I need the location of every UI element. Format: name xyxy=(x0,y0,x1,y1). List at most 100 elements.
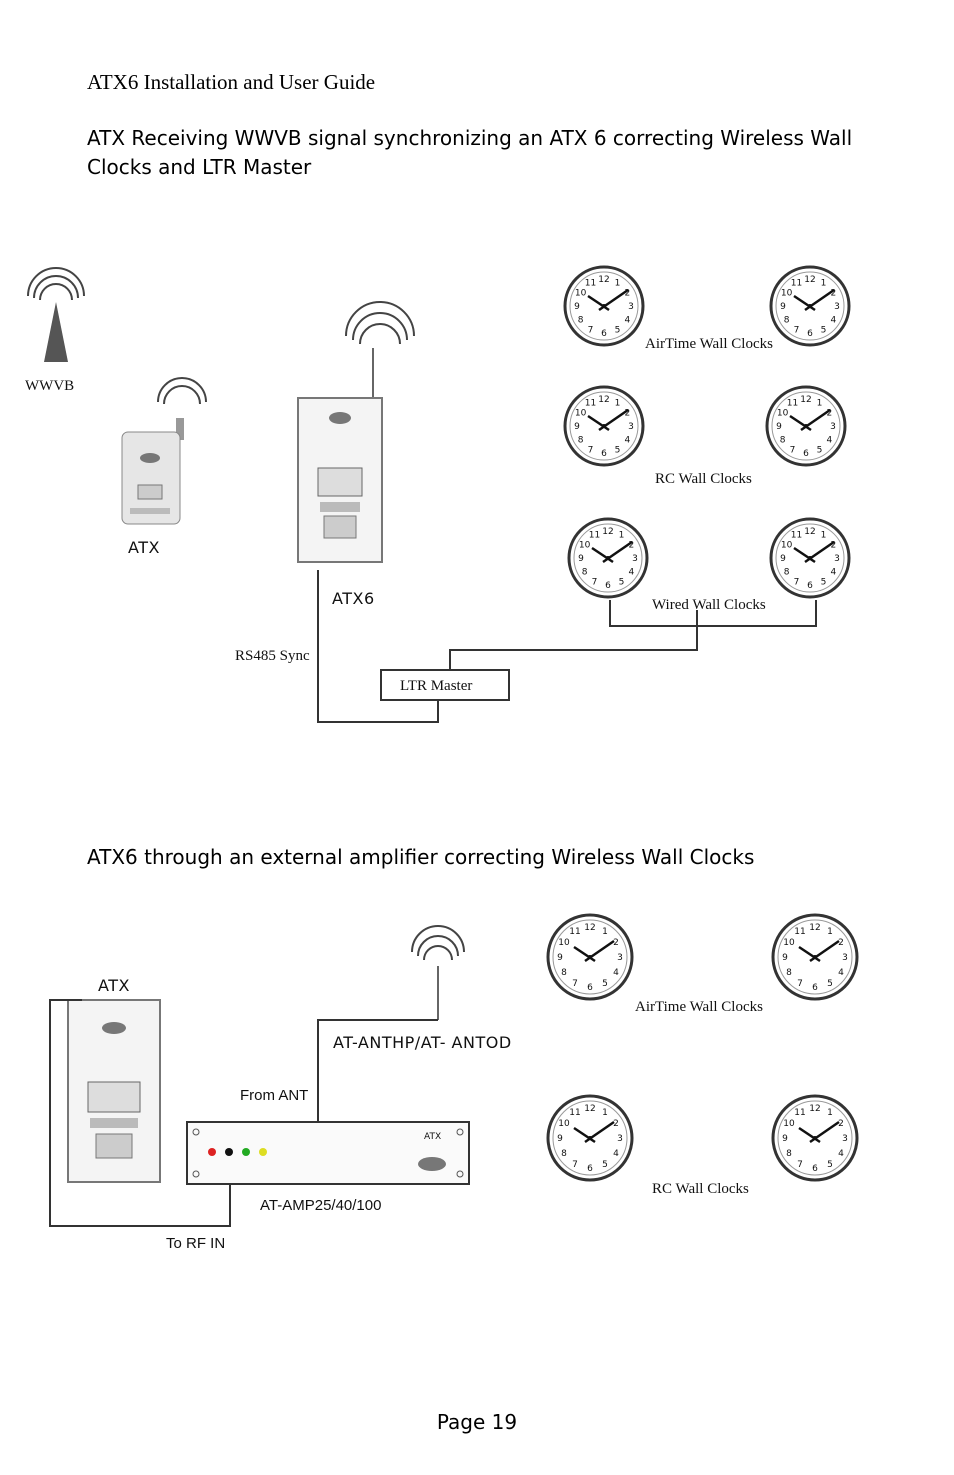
svg-text:3: 3 xyxy=(628,302,634,312)
svg-text:2: 2 xyxy=(838,938,844,948)
page-number: Page 19 xyxy=(436,1410,518,1434)
svg-text:2: 2 xyxy=(831,289,837,299)
svg-text:10: 10 xyxy=(781,289,793,299)
svg-text:3: 3 xyxy=(632,554,638,564)
svg-text:1: 1 xyxy=(821,279,827,289)
rf-cable xyxy=(49,999,231,1227)
svg-text:11: 11 xyxy=(794,927,805,937)
svg-text:7: 7 xyxy=(572,1160,578,1170)
svg-text:9: 9 xyxy=(780,554,786,564)
yellow-led-icon xyxy=(259,1148,267,1156)
svg-text:6: 6 xyxy=(587,1164,593,1174)
svg-text:3: 3 xyxy=(842,1134,848,1144)
antenna-cable xyxy=(317,1019,438,1122)
svg-text:5: 5 xyxy=(821,325,827,335)
svg-text:9: 9 xyxy=(578,554,584,564)
svg-text:4: 4 xyxy=(838,968,844,978)
svg-text:12: 12 xyxy=(800,395,811,405)
svg-text:1: 1 xyxy=(602,1108,608,1118)
wwvb-tower-icon xyxy=(27,267,85,362)
svg-text:11: 11 xyxy=(794,1108,805,1118)
svg-text:7: 7 xyxy=(790,445,796,455)
atx-receiver-icon xyxy=(121,377,207,525)
svg-text:2: 2 xyxy=(629,541,635,551)
svg-text:2: 2 xyxy=(625,289,631,299)
svg-text:8: 8 xyxy=(561,1149,567,1159)
diagram1-caption: ATX Receiving WWVB signal synchronizing … xyxy=(87,126,853,179)
svg-text:4: 4 xyxy=(831,316,837,326)
svg-text:8: 8 xyxy=(561,968,567,978)
svg-text:4: 4 xyxy=(838,1149,844,1159)
svg-text:10: 10 xyxy=(777,409,789,419)
svg-text:3: 3 xyxy=(842,953,848,963)
svg-text:4: 4 xyxy=(827,436,833,446)
amp-model-label: AT-AMP25/40/100 xyxy=(260,1197,381,1214)
svg-text:12: 12 xyxy=(598,395,609,405)
svg-text:2: 2 xyxy=(613,938,619,948)
atx-label: ATX xyxy=(128,538,160,557)
svg-text:11: 11 xyxy=(569,1108,580,1118)
svg-text:1: 1 xyxy=(827,1108,833,1118)
svg-text:9: 9 xyxy=(782,953,788,963)
svg-text:1: 1 xyxy=(821,531,827,541)
svg-text:6: 6 xyxy=(807,581,813,591)
diagram2-caption: ATX6 through an external amplifier corre… xyxy=(87,845,755,869)
atx-unit-icon xyxy=(67,999,161,1183)
svg-text:1: 1 xyxy=(817,399,823,409)
svg-text:1: 1 xyxy=(615,279,621,289)
svg-text:9: 9 xyxy=(780,302,786,312)
brand-logo-icon xyxy=(418,1157,446,1171)
svg-text:10: 10 xyxy=(783,1119,795,1129)
wired-clocks-label: Wired Wall Clocks xyxy=(652,597,766,613)
svg-text:12: 12 xyxy=(809,923,820,933)
svg-text:4: 4 xyxy=(625,436,631,446)
svg-text:4: 4 xyxy=(613,968,619,978)
amplifier-diagram: ATX AT-ANTHP/AT- ANTOD From ANT ATX AT-A… xyxy=(49,913,859,1252)
wiring-lines xyxy=(317,570,817,723)
svg-text:3: 3 xyxy=(830,422,836,432)
svg-text:1: 1 xyxy=(619,531,625,541)
svg-text:12: 12 xyxy=(804,527,815,537)
svg-text:8: 8 xyxy=(582,568,588,578)
svg-text:1: 1 xyxy=(827,927,833,937)
svg-text:6: 6 xyxy=(812,983,818,993)
svg-text:10: 10 xyxy=(781,541,793,551)
svg-text:7: 7 xyxy=(794,577,800,587)
svg-text:8: 8 xyxy=(578,316,584,326)
black-led-icon xyxy=(225,1148,233,1156)
svg-text:8: 8 xyxy=(786,968,792,978)
svg-text:7: 7 xyxy=(592,577,598,587)
atx-unit-label: ATX xyxy=(98,976,130,995)
svg-text:7: 7 xyxy=(797,1160,803,1170)
svg-text:4: 4 xyxy=(625,316,631,326)
svg-text:11: 11 xyxy=(585,279,596,289)
svg-text:3: 3 xyxy=(834,302,840,312)
svg-text:12: 12 xyxy=(584,1104,595,1114)
svg-text:6: 6 xyxy=(601,449,607,459)
svg-text:12: 12 xyxy=(602,527,613,537)
svg-text:6: 6 xyxy=(812,1164,818,1174)
svg-text:12: 12 xyxy=(584,923,595,933)
svg-text:9: 9 xyxy=(782,1134,788,1144)
svg-text:7: 7 xyxy=(797,979,803,989)
svg-text:2: 2 xyxy=(838,1119,844,1129)
atx6-unit-icon xyxy=(297,301,415,563)
svg-text:8: 8 xyxy=(786,1149,792,1159)
svg-text:11: 11 xyxy=(585,399,596,409)
svg-text:5: 5 xyxy=(827,1160,833,1170)
svg-text:3: 3 xyxy=(628,422,634,432)
svg-text:2: 2 xyxy=(831,541,837,551)
ltr-master-label: LTR Master xyxy=(400,678,472,694)
svg-text:10: 10 xyxy=(579,541,591,551)
antenna-icon xyxy=(411,925,465,1020)
svg-text:6: 6 xyxy=(605,581,611,591)
svg-text:7: 7 xyxy=(588,445,594,455)
svg-text:11: 11 xyxy=(791,531,802,541)
svg-text:6: 6 xyxy=(601,329,607,339)
